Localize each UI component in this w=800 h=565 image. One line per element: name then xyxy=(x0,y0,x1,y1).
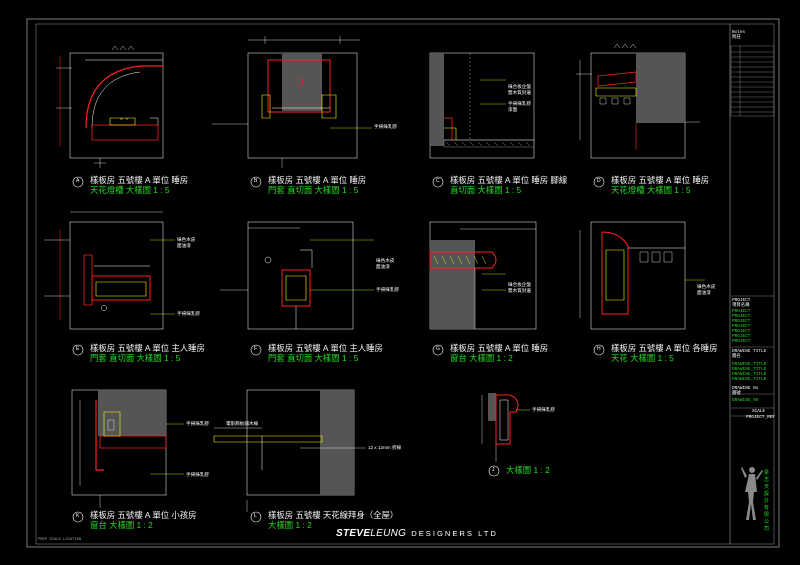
detail-K xyxy=(79,400,184,508)
project-line-6: PROJECT xyxy=(732,334,751,339)
caption-L: 樣板房 五號樓 天花線拜身（全屋）大樣圖 1 : 2 xyxy=(268,510,399,530)
marker-letter-G: G xyxy=(436,346,440,352)
note-g1: 綠合板企盤 xyxy=(508,282,531,287)
caption-J: 大樣圖 1 : 2 xyxy=(506,465,550,475)
note-e1: 綠色木皮 xyxy=(177,237,196,242)
detail-frames xyxy=(69,52,686,496)
note-c3: 手掃綠乳膠 xyxy=(508,101,531,106)
note-h2: 面油漆 xyxy=(697,290,711,295)
inner-border xyxy=(35,23,775,545)
note-b: 手掃綠乳膠 xyxy=(374,124,397,129)
note-e3: 手掃綠乳膠 xyxy=(177,311,200,316)
note-e2: 面油漆 xyxy=(177,243,191,248)
drawing-title-3: DRAWING_TITLE xyxy=(732,372,767,377)
project-line-5: PROJECT xyxy=(732,329,751,334)
detail-C xyxy=(443,53,535,148)
note-f2: 面油漆 xyxy=(376,264,390,269)
marker-letter-B: B xyxy=(254,178,258,184)
caption-G: 樣板房 五號樓 A 單位 睡房窗台 大樣圖 1 : 2 xyxy=(450,343,549,363)
project-label: PROJECT xyxy=(732,298,751,303)
detail-G xyxy=(429,228,536,329)
caption-H: 樣板房 五號樓 A 單位 各睡房天花 大樣圖 1 : 5 xyxy=(611,343,718,363)
marker-letter-K: K xyxy=(76,513,80,519)
caption-E: 樣板房 五號樓 A 單位 主人睡房門套 直切面 大樣圖 1 : 5 xyxy=(90,343,205,363)
detail-A xyxy=(56,45,163,168)
marker-letter-E: E xyxy=(76,346,80,352)
caption-D: 樣板房 五號樓 A 單位 睡房天花燈槽 大樣圖 1 : 5 xyxy=(611,175,710,195)
detail-D xyxy=(576,43,700,150)
scale-label: SCALE xyxy=(752,409,766,414)
drawing-title-1: DRAWING_TITLE xyxy=(732,362,767,367)
caption-markers xyxy=(72,176,605,523)
marker-letter-L: L xyxy=(254,513,257,519)
drawing-no-sub: 圖號 xyxy=(732,391,741,396)
drawing-title-4: DRAWING_TITLE xyxy=(732,377,767,382)
detail-H xyxy=(579,230,705,318)
note-h1: 綠色木皮 xyxy=(697,284,716,289)
detail-F xyxy=(220,227,374,329)
marker-letter-J: J xyxy=(492,467,495,473)
notes-sub: 附註 xyxy=(732,35,741,40)
detail-B xyxy=(212,36,372,168)
note-f3: 手掃綠乳膠 xyxy=(376,287,399,292)
detail-L xyxy=(213,427,366,512)
project-line-4: PROJECT xyxy=(732,324,751,329)
title-block xyxy=(730,45,775,417)
drawing-no: DRAWING_NO xyxy=(732,398,759,403)
drawing-title-sub: 圖名 xyxy=(732,354,741,359)
project-line-3: PROJECT xyxy=(732,319,751,324)
designer-chars: 梁 志 天 設 計 有 限 公 司 xyxy=(764,470,770,532)
caption-B: 樣板房 五號樓 A 單位 睡房門套 直切面 大樣圖 1 : 5 xyxy=(268,175,367,195)
note-k1: 手掃綠乳膠 xyxy=(186,421,209,426)
marker-letter-C: C xyxy=(436,178,440,184)
project-line-7: PROJECT xyxy=(732,339,751,344)
statue-logo xyxy=(741,467,763,520)
project-ref: PROJECT_REF xyxy=(746,415,775,420)
detail-E xyxy=(44,211,175,320)
note-f1: 綠色木皮 xyxy=(376,258,395,263)
note-k2: 手掃綠乳膠 xyxy=(186,472,209,477)
note-c1: 綠合板企盤 xyxy=(508,84,531,89)
marker-letter-H: H xyxy=(597,346,601,352)
marker-letter-D: D xyxy=(597,178,601,184)
note-l2: 12 x 12mm 折線 xyxy=(368,445,402,450)
drawing-title-label: DRAWING TITLE xyxy=(732,349,767,354)
project-sub: 項目名稱 xyxy=(732,303,750,308)
drawing-no-label: DRAWING No xyxy=(732,386,759,391)
marker-letter-A: A xyxy=(76,178,80,184)
note-c4: 漆面 xyxy=(508,107,518,112)
wall-hatches xyxy=(98,53,685,495)
outer-border xyxy=(26,18,780,548)
notes-label: Notes xyxy=(732,30,746,35)
note-c2: 雙木質封邊 xyxy=(508,90,531,95)
note-j: 手掃綠乳膠 xyxy=(532,407,555,412)
detail-J xyxy=(481,394,530,462)
marker-letter-F: F xyxy=(254,346,258,352)
caption-K: 樣板房 五號樓 A 單位 小孩房窗台 大樣圖 1 : 2 xyxy=(90,510,197,530)
caption-A: 樣板房 五號樓 A 單位 睡房天花燈槽 大樣圖 1 : 5 xyxy=(90,175,189,195)
caption-C: 樣板房 五號樓 A 單位 睡房 腳線直切面 大樣圖 1 : 5 xyxy=(450,175,568,195)
note-l1: 電影飾板鋪木線 xyxy=(226,421,259,426)
note-g2: 雙木質封邊 xyxy=(508,288,531,293)
project-line-2: PROJECT xyxy=(732,314,751,319)
footer-tiny-text: PREP SCALE LOCATION xyxy=(38,538,82,542)
caption-F: 樣板房 五號樓 A 單位 主人睡房門套 直切面 大樣圖 1 : 5 xyxy=(268,343,383,363)
project-line-1: PROJECT xyxy=(732,309,751,314)
drawing-title-2: DRAWING_TITLE xyxy=(732,367,767,372)
